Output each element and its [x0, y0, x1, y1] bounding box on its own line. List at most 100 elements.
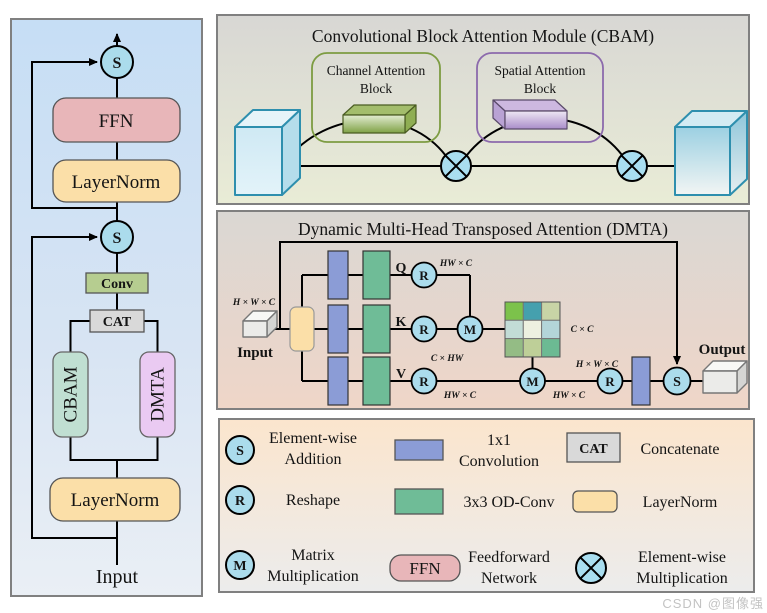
cbam-panel-title: Convolutional Block Attention Module (CB… — [312, 26, 654, 46]
dmta-add-circle: S — [662, 366, 692, 396]
dmta-panel-title: Dynamic Multi-Head Transposed Attention … — [298, 219, 668, 239]
dmta-output-cube — [702, 360, 748, 394]
reshape-circle-v: R — [410, 367, 438, 395]
svg-text:LayerNorm: LayerNorm — [643, 494, 718, 511]
layernorm-top-label: LayerNorm — [72, 172, 161, 193]
svg-text:1x1: 1x1 — [487, 432, 511, 449]
dmta-layernorm-block — [289, 306, 315, 352]
svg-text:Addition: Addition — [285, 451, 342, 468]
conv1x1-block-out — [631, 356, 651, 406]
odconv-block-k — [362, 304, 391, 354]
reshape-circle-k: R — [410, 315, 438, 343]
conv1x1-block-k — [327, 304, 349, 354]
dmta-input-dim: H × W × C — [232, 298, 276, 308]
transformer-block-panel: S FFN LayerNorm S Conv CAT CBAM DMTA Lay… — [10, 18, 203, 597]
legend-item-concatenate: CAT Concatenate — [566, 432, 720, 463]
odconv-block-v — [362, 356, 391, 406]
v-label: V — [396, 367, 406, 382]
q-label: Q — [396, 261, 407, 276]
svg-text:Feedforward: Feedforward — [468, 549, 550, 566]
k-label: K — [396, 315, 407, 330]
input-tensor-cube — [234, 109, 301, 196]
spatial-weights-slab — [492, 99, 568, 130]
attention-map-grid — [504, 301, 561, 358]
cbam-panel: Convolutional Block Attention Module (CB… — [216, 14, 750, 205]
conv1x1-block-q — [327, 250, 349, 300]
channel-weights-slab — [342, 104, 417, 134]
svg-text:M: M — [526, 374, 538, 389]
multiply-circle-1 — [440, 150, 472, 182]
watermark: CSDN @图像强 — [662, 596, 764, 611]
layernorm-block-top — [52, 159, 181, 203]
svg-text:M: M — [233, 559, 246, 574]
svg-text:Network: Network — [481, 570, 537, 587]
svg-text:FFN: FFN — [409, 559, 440, 578]
svg-text:S: S — [673, 375, 681, 390]
svg-text:Multiplication: Multiplication — [636, 570, 728, 587]
layernorm-bottom-label: LayerNorm — [71, 490, 160, 511]
channel-attention-outline — [311, 52, 441, 143]
main-flow-lines — [69, 78, 159, 565]
matmul-circle-1: M — [456, 315, 484, 343]
svg-text:R: R — [419, 322, 429, 337]
svg-text:R: R — [419, 374, 429, 389]
legend-panel: S Element-wise Addition R Reshape M Matr… — [218, 418, 755, 593]
add-circle-mid-label: S — [113, 230, 122, 247]
legend-item-odconv: 3x3 OD-Conv — [394, 488, 555, 515]
dmta-label: DMTA — [148, 367, 169, 422]
output-tensor-cube — [674, 110, 748, 196]
svg-text:S: S — [236, 444, 244, 459]
legend-item-ffn: FFN Feedforward Network — [389, 549, 550, 587]
legend-item-matmul: M Matrix Multiplication — [225, 547, 359, 585]
conv-label: Conv — [101, 277, 133, 292]
cat-label: CAT — [103, 315, 132, 330]
spatial-attention-label-1: Spatial Attention — [494, 63, 585, 78]
dim-q: HW × C — [439, 259, 473, 269]
svg-text:Multiplication: Multiplication — [267, 568, 359, 585]
reshape-circle-out: R — [596, 367, 624, 395]
dmta-block — [139, 351, 176, 438]
spatial-attention-outline — [476, 52, 604, 143]
dmta-panel: Dynamic Multi-Head Transposed Attention … — [216, 210, 750, 410]
dim-after-r2: H × W × C — [575, 360, 619, 370]
skip-connection-bottom — [31, 233, 117, 539]
svg-text:R: R — [419, 268, 429, 283]
multiply-circle-2 — [616, 150, 648, 182]
svg-text:R: R — [605, 374, 615, 389]
ffn-block — [52, 97, 181, 143]
svg-text:3x3 OD-Conv: 3x3 OD-Conv — [463, 494, 554, 511]
svg-text:Element-wise: Element-wise — [269, 430, 357, 447]
dmta-output-label: Output — [699, 342, 746, 358]
svg-text:CAT: CAT — [579, 442, 608, 457]
channel-attention-label-1: Channel Attention — [327, 63, 426, 78]
matmul-circle-2: M — [519, 367, 546, 395]
layernorm-block-bottom — [49, 477, 181, 522]
dim-after-m2: HW × C — [552, 391, 586, 401]
ffn-label: FFN — [99, 111, 134, 132]
dmta-wires — [267, 274, 703, 382]
svg-text:R: R — [235, 494, 246, 509]
legend-frame — [218, 418, 755, 593]
dim-attn: C × C — [571, 325, 594, 335]
add-circle-mid — [100, 220, 134, 254]
reshape-circle-q: R — [410, 261, 438, 289]
cbam-panel-frame — [216, 14, 750, 205]
svg-text:Matrix: Matrix — [291, 547, 335, 564]
conv1x1-block-v — [327, 356, 349, 406]
legend-item-reshape: R Reshape — [225, 485, 340, 515]
svg-text:Reshape: Reshape — [286, 492, 340, 509]
legend-item-add: S Element-wise Addition — [225, 430, 357, 468]
legend-item-multiply: Element-wise Multiplication — [575, 549, 728, 587]
skip-connection-top — [31, 58, 117, 209]
cbam-label: CBAM — [61, 366, 82, 422]
legend-item-layernorm: LayerNorm — [572, 490, 718, 513]
add-circle-top-label: S — [113, 55, 122, 72]
dim-k: C × HW — [431, 354, 464, 364]
conv-block — [85, 272, 149, 294]
cbam-block — [52, 351, 89, 438]
dmta-input-cube — [242, 310, 278, 338]
dmta-input-label: Input — [237, 345, 273, 361]
spatial-attention-label-2: Block — [524, 81, 556, 96]
svg-text:Concatenate: Concatenate — [640, 441, 719, 458]
legend-item-conv1x1: 1x1 Convolution — [394, 432, 539, 470]
